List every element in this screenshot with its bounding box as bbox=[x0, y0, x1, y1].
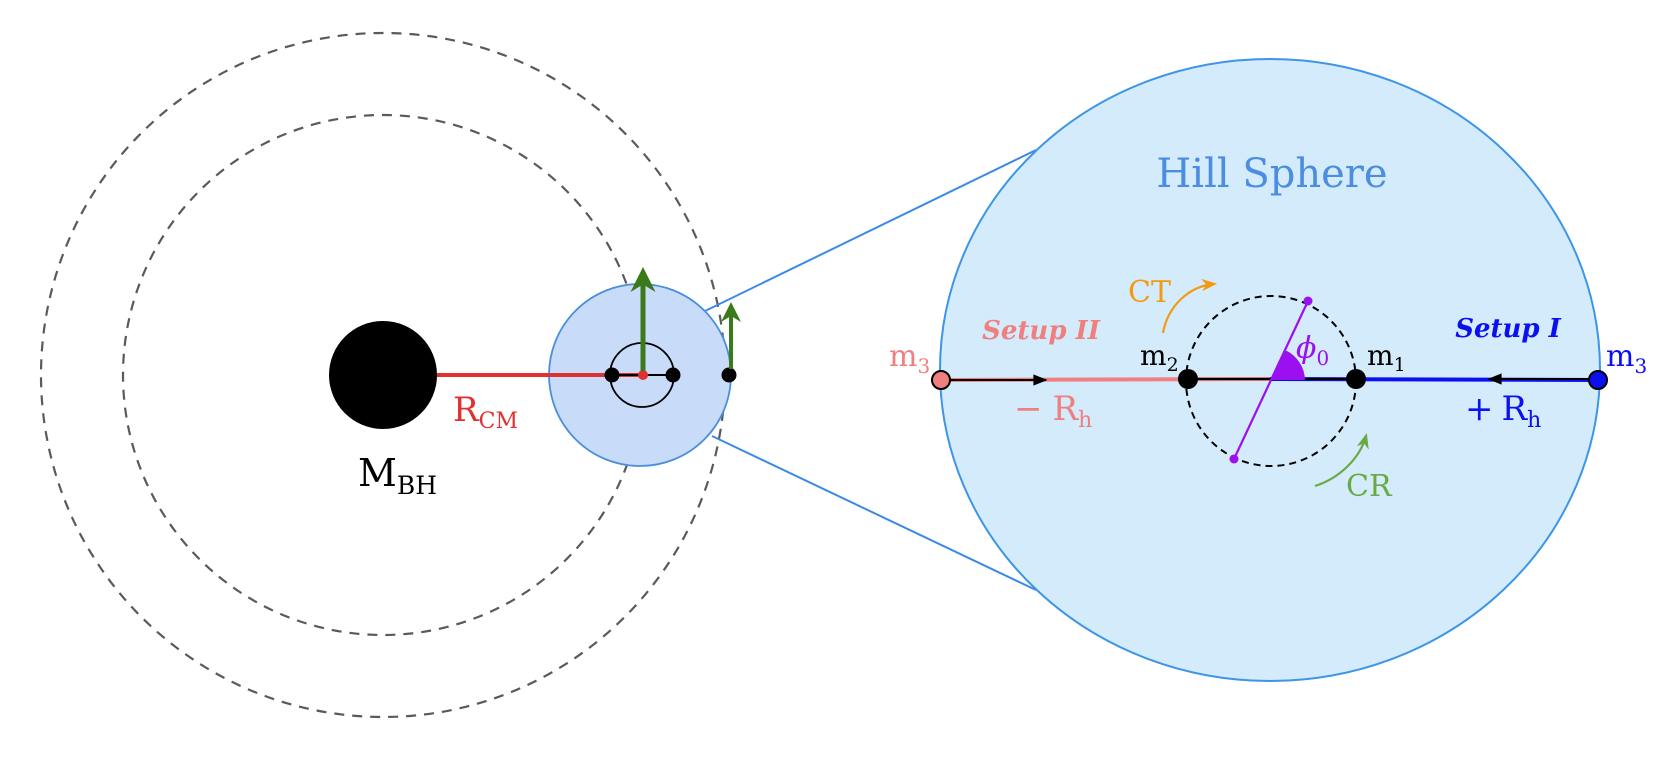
phi-end-bottom bbox=[1229, 454, 1239, 464]
plus-rh-label: +Rh bbox=[1465, 389, 1541, 433]
m3-left-dot bbox=[931, 370, 951, 390]
small-center-dot bbox=[638, 370, 648, 380]
hill-sphere-zoom bbox=[939, 58, 1601, 682]
setup-1-label: Setup I bbox=[1455, 314, 1561, 344]
small-m1-dot bbox=[665, 367, 681, 383]
phi-wedge bbox=[1271, 350, 1305, 380]
hill-sphere-title: Hill Sphere bbox=[1156, 151, 1387, 197]
m3-right-dot bbox=[1588, 370, 1608, 390]
rcm-label: RCM bbox=[453, 390, 518, 434]
black-hole bbox=[329, 321, 437, 429]
cr-label: CR bbox=[1346, 469, 1393, 504]
small-m2-dot bbox=[604, 367, 620, 383]
m3-left-label: m3 bbox=[889, 339, 930, 378]
small-m3-dot bbox=[721, 367, 737, 383]
zoom-line-top bbox=[702, 149, 1037, 313]
phi-end-top bbox=[1303, 296, 1313, 306]
minus-rh-label: −Rh bbox=[1014, 389, 1092, 433]
m1-dot bbox=[1346, 369, 1366, 389]
m2-label: m2 bbox=[1140, 339, 1179, 376]
m3-right-label: m3 bbox=[1606, 339, 1647, 378]
phi-label: ϕ0 bbox=[1296, 331, 1329, 370]
setup-2-label: Setup II bbox=[982, 316, 1101, 346]
ct-arrow bbox=[1161, 278, 1218, 334]
mbh-label: MBH bbox=[358, 451, 437, 500]
m1-label: m1 bbox=[1367, 339, 1406, 376]
m2-dot bbox=[1178, 369, 1198, 389]
ct-label: CT bbox=[1128, 275, 1171, 310]
cr-arrow bbox=[1314, 433, 1369, 488]
zoom-line-bottom bbox=[711, 435, 1037, 591]
